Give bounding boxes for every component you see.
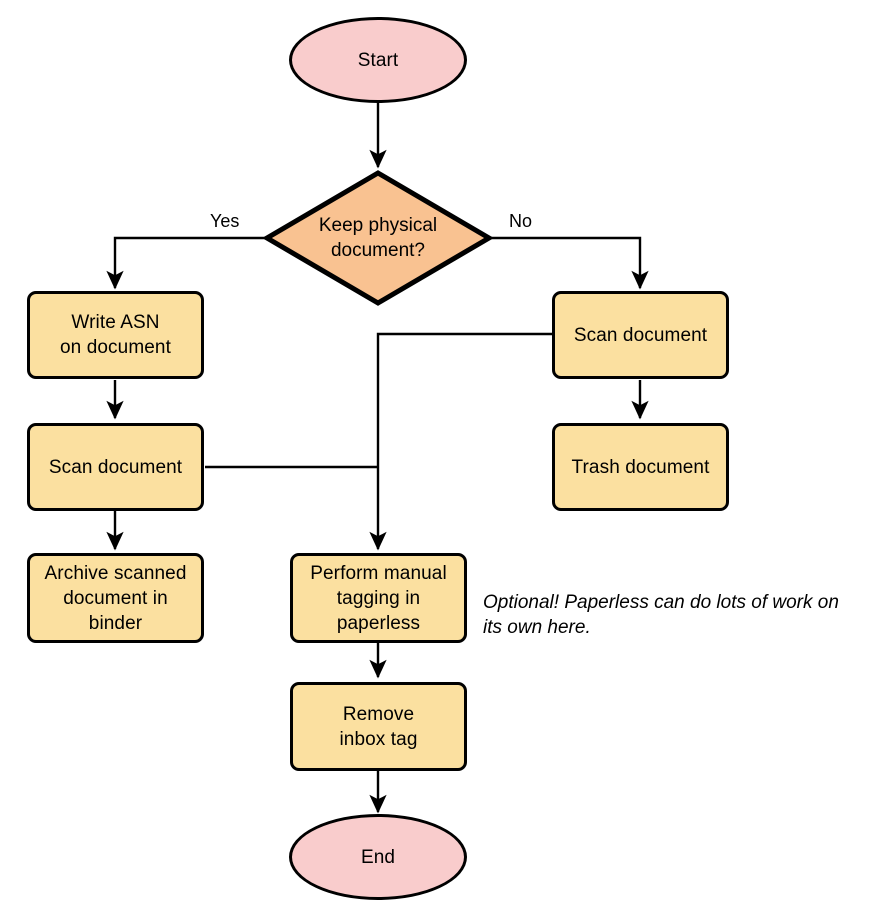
annotation-optional-note-line1: Optional! Paperless can do lots of work … bbox=[483, 592, 839, 613]
node-write-asn-label-line1: Write ASN bbox=[71, 312, 160, 333]
annotation-optional-note: Optional! Paperless can do lots of work … bbox=[483, 590, 883, 640]
edge-label-no: No bbox=[509, 211, 533, 231]
node-scan-document-right[interactable]: Scan document bbox=[552, 291, 729, 379]
node-archive-scanned-document[interactable]: Archive scanned document in binder bbox=[27, 553, 204, 643]
node-decision-label: Keep physical document? bbox=[319, 213, 437, 263]
node-perform-manual-tagging[interactable]: Perform manual tagging in paperless bbox=[290, 553, 467, 643]
edge-scan-right-to-tagging bbox=[369, 332, 552, 551]
edge-label-yes: Yes bbox=[210, 211, 240, 231]
node-tagging-label-line3: paperless bbox=[336, 612, 421, 634]
node-tagging-label-line1: Perform manual bbox=[310, 562, 447, 584]
node-trash-document[interactable]: Trash document bbox=[552, 423, 729, 511]
node-archive-label-line2: document in bbox=[63, 587, 168, 609]
node-archive-label-line1: Archive scanned bbox=[44, 562, 187, 584]
node-decision-keep-physical-document[interactable]: Keep physical document? bbox=[264, 170, 492, 306]
node-start[interactable]: Start bbox=[289, 17, 467, 103]
node-scan-document-left-label: Scan document bbox=[48, 456, 183, 478]
node-scan-document-left[interactable]: Scan document bbox=[27, 423, 204, 511]
node-archive-label-line3: binder bbox=[88, 612, 143, 634]
node-trash-document-label: Trash document bbox=[571, 456, 710, 478]
node-remove-inbox-label-line1: Remove bbox=[342, 703, 415, 725]
node-write-asn-label-line2: on document bbox=[60, 337, 171, 358]
annotation-optional-note-line2: its own here. bbox=[483, 617, 591, 638]
node-tagging-label-line2: tagging in bbox=[336, 587, 421, 609]
node-remove-inbox-label-line2: inbox tag bbox=[339, 728, 418, 750]
node-end-label: End bbox=[360, 846, 396, 868]
node-remove-inbox-tag[interactable]: Remove inbox tag bbox=[290, 682, 467, 771]
node-start-label: Start bbox=[357, 49, 399, 71]
node-decision-label-line2: document? bbox=[330, 240, 425, 261]
edge-decision-yes-to-write-asn bbox=[106, 236, 265, 290]
edge-decision-no-to-scan-right bbox=[491, 236, 649, 290]
diamond-shape bbox=[264, 170, 492, 306]
node-end[interactable]: End bbox=[289, 814, 467, 900]
node-scan-document-right-label: Scan document bbox=[573, 324, 708, 346]
node-decision-label-line1: Keep physical bbox=[318, 215, 438, 236]
node-write-asn-on-document[interactable]: Write ASN on document bbox=[27, 291, 204, 379]
